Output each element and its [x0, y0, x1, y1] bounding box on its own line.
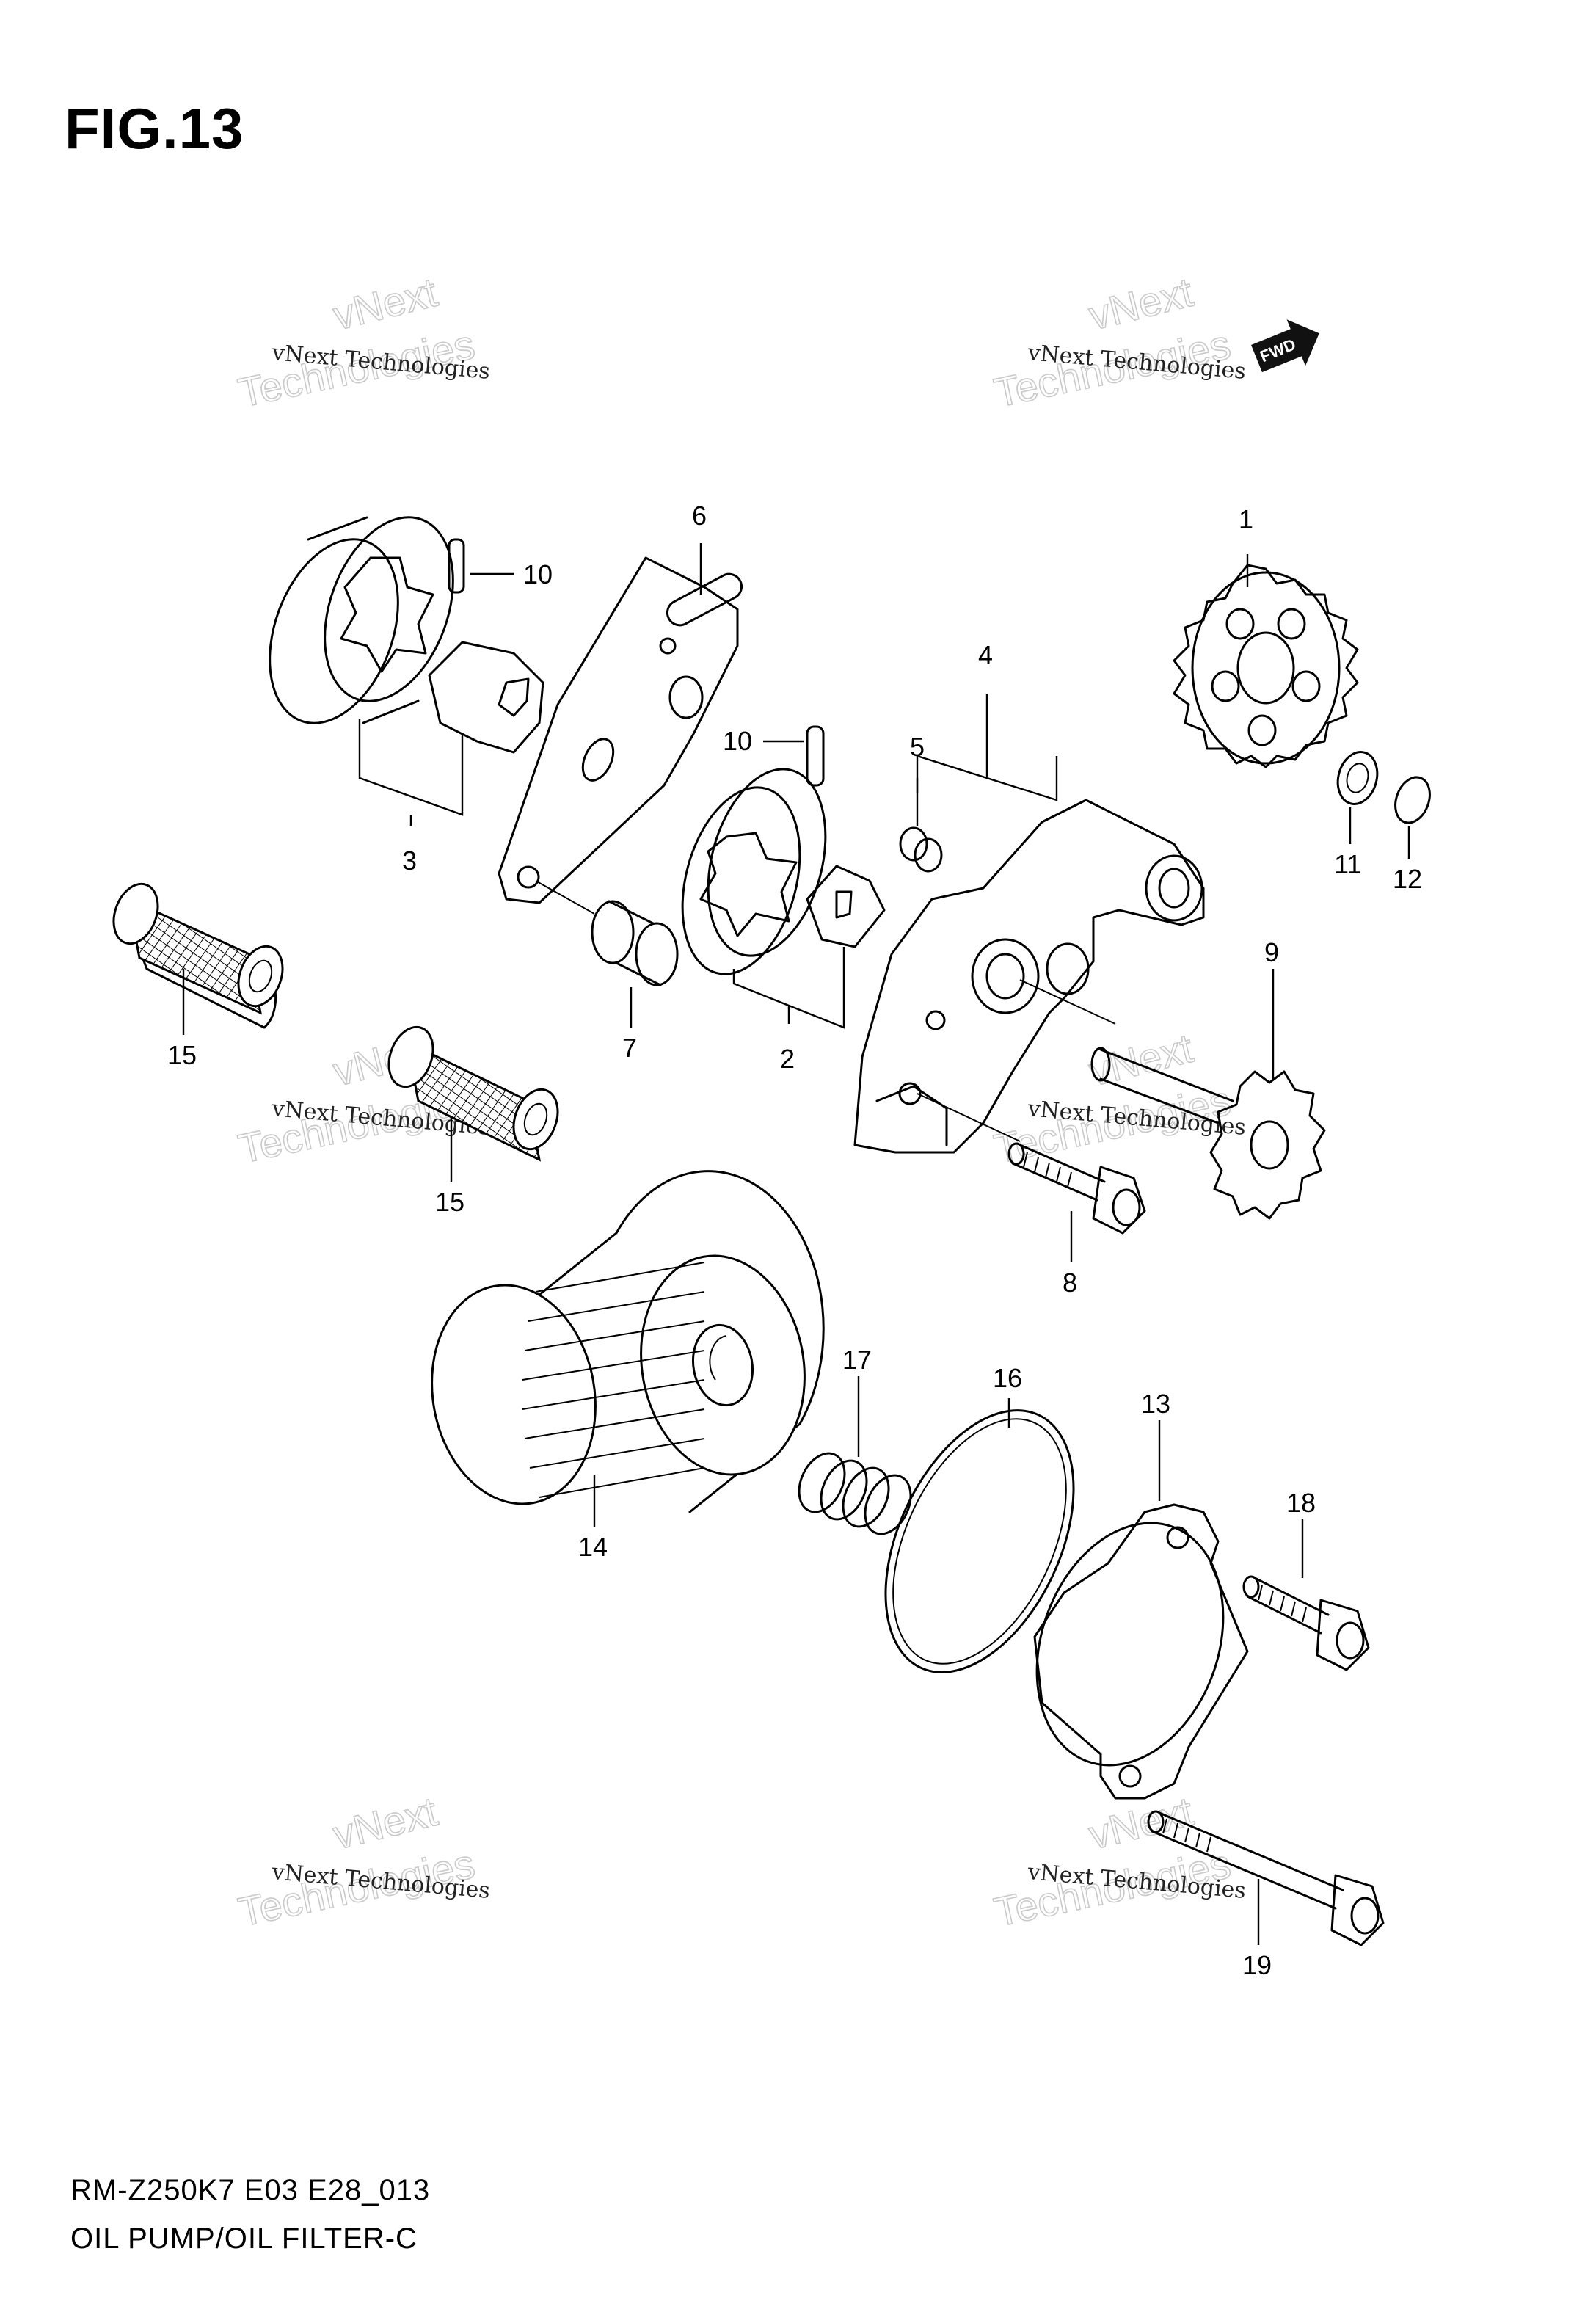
watermark-top-left: vNext Technologies vNext Technologies [234, 268, 492, 417]
callout-7: 7 [622, 1033, 637, 1063]
diagram-code: RM-Z250K7 E03 E28_013 [70, 2174, 431, 2206]
callout-19: 19 [1242, 1950, 1272, 1980]
inner-rotor-upper [428, 641, 544, 754]
callout-13: 13 [1141, 1389, 1170, 1419]
spring-part-17 [798, 1452, 912, 1535]
diagram-caption: OIL PUMP/OIL FILTER-C [70, 2222, 418, 2255]
callout-2: 2 [780, 1044, 795, 1074]
o-ring-part-16 [884, 1409, 1075, 1673]
bushing-part-7 [535, 880, 679, 986]
strainer-part-15-upper [112, 882, 284, 1029]
watermark-vnext: vNext [329, 269, 442, 339]
watermark-bottom-left: vNext Technologies vNext Technologies [234, 1787, 492, 1936]
pin-part-10-upper [448, 538, 465, 594]
callout-12: 12 [1393, 864, 1422, 894]
callout-11: 11 [1334, 849, 1361, 879]
rotor-set-part-2 [681, 768, 886, 975]
circlip-part-12 [1394, 776, 1431, 824]
callout-17: 17 [842, 1345, 872, 1375]
callout-15-upper: 15 [167, 1040, 197, 1070]
shaft-gear-part-9 [1090, 1047, 1326, 1220]
leader-4 [916, 755, 1058, 801]
strainer-part-15-lower [387, 1025, 559, 1162]
callout-4: 4 [978, 640, 993, 670]
bolt-part-8 [1007, 1142, 1146, 1235]
callout-5: 5 [910, 732, 925, 762]
callout-6: 6 [692, 501, 707, 531]
callout-9: 9 [1264, 937, 1279, 967]
callout-14: 14 [578, 1532, 608, 1562]
callout-16: 16 [993, 1363, 1022, 1393]
callout-15-lower: 15 [435, 1187, 464, 1217]
callout-18: 18 [1286, 1488, 1316, 1518]
callout-10-lower: 10 [723, 726, 752, 756]
bolt-part-18 [1242, 1575, 1370, 1671]
callout-8: 8 [1063, 1268, 1077, 1298]
forward-arrow-icon: FWD [1251, 319, 1319, 373]
gear-part-1 [1173, 564, 1359, 768]
outer-rotor-part-3 [269, 516, 454, 724]
callout-1: 1 [1239, 504, 1253, 534]
plate-part-6 [498, 556, 743, 904]
watermark-bottom-right: vNext Technologies vNext Technologies [990, 1787, 1247, 1936]
bolt-part-19 [1147, 1810, 1385, 1946]
figure-title: FIG.13 [65, 96, 244, 161]
pump-body-part-4 [853, 799, 1205, 1154]
washer-part-11 [1336, 751, 1379, 805]
watermark-vnext: vNext [1085, 1025, 1198, 1095]
filter-cover-part-13 [1033, 1503, 1249, 1800]
watermark-vnext: vNext [329, 1788, 442, 1858]
watermark-top-right: vNext Technologies vNext Technologies [990, 268, 1247, 417]
callout-10-upper: 10 [523, 559, 553, 589]
pin-part-10-lower [806, 725, 825, 787]
oil-filter-part-14 [431, 1170, 825, 1513]
dowel-part-5 [899, 826, 943, 873]
watermark-vnext: vNext [1085, 269, 1198, 339]
leader-3 [358, 719, 464, 816]
callout-3: 3 [402, 846, 417, 876]
